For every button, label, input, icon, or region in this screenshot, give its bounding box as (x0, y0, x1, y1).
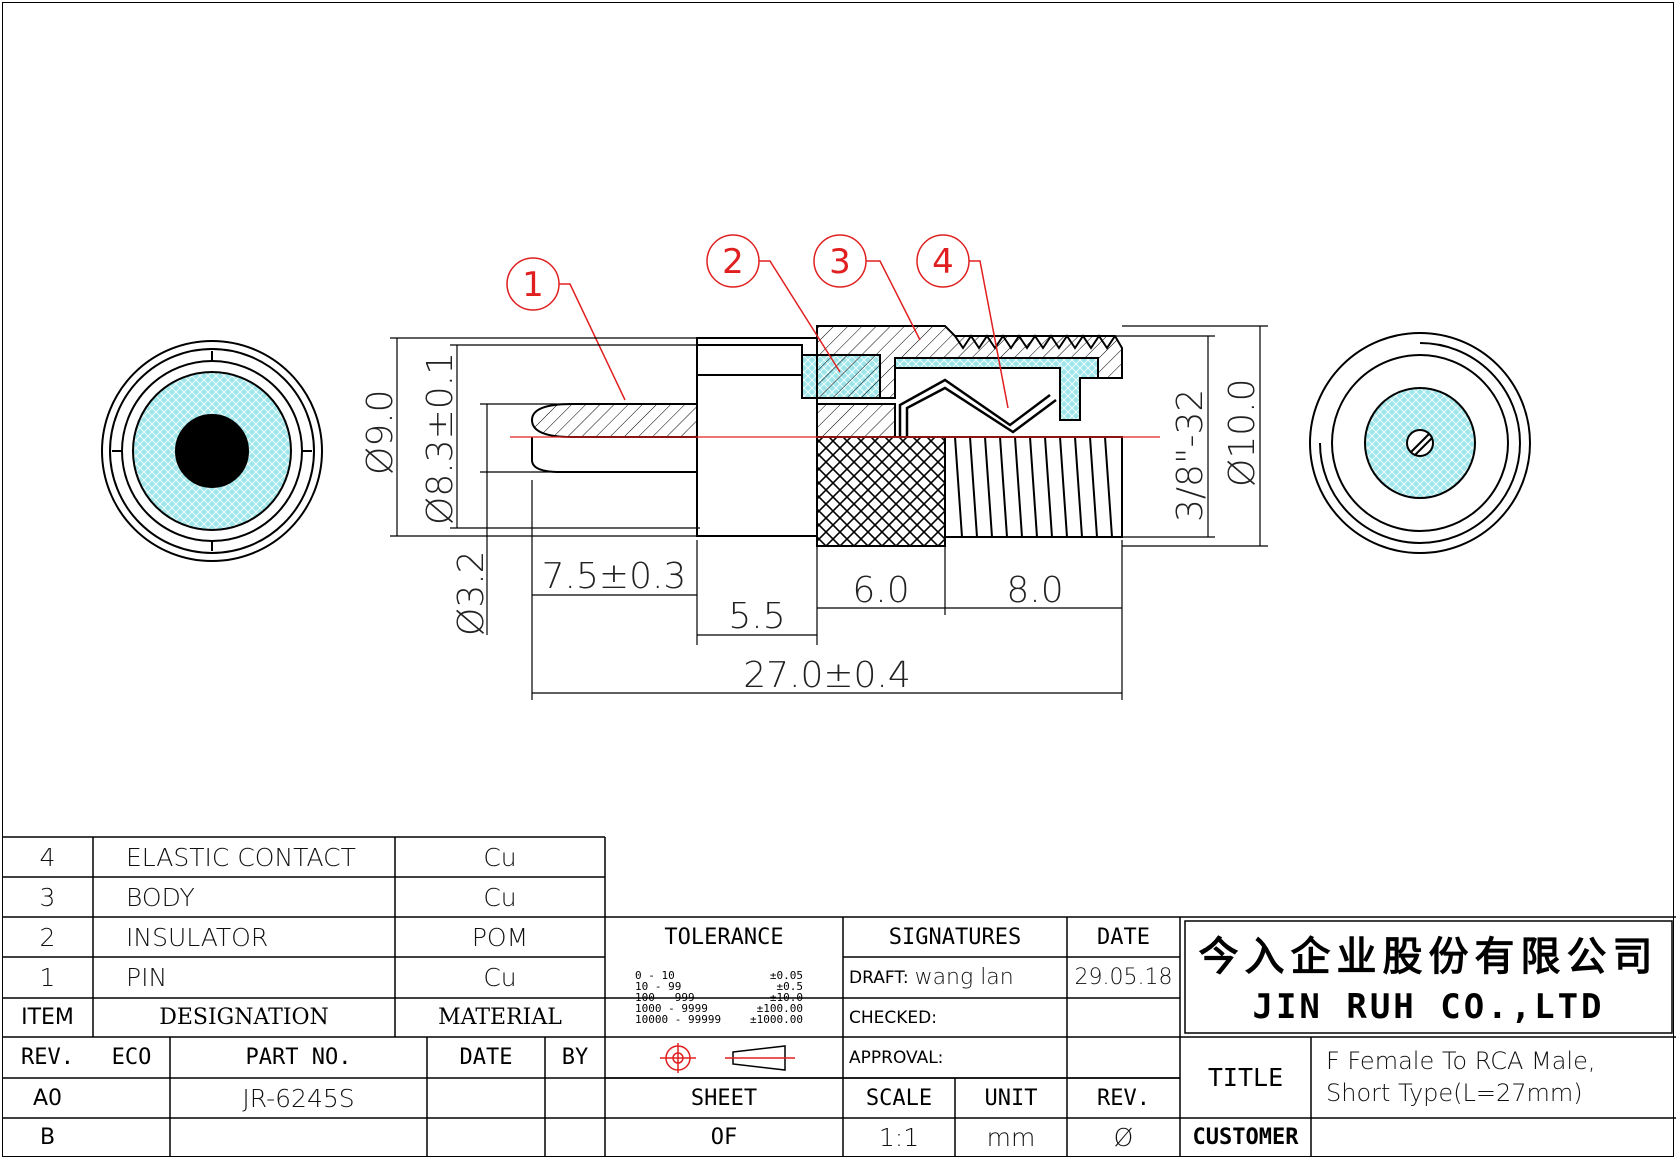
rev-header-by: BY (561, 1045, 589, 1070)
sheet-of-label: OF (710, 1125, 738, 1150)
rev-header-part-no: PART NO. (245, 1045, 352, 1070)
tolerance-range: 1000 - 9999 (635, 1001, 708, 1015)
tolerance-row: 10000 - 99999 ±1000.00 (635, 1014, 803, 1025)
scale-label: SCALE (865, 1085, 933, 1111)
bom-designation-4: ELASTIC CONTACT (126, 842, 356, 872)
bom-material-1: Cu (483, 963, 517, 992)
callout-labels: 1 2 3 4 (522, 242, 954, 305)
customer-value (1311, 1118, 1672, 1157)
bom-header-material: MATERIAL (438, 1005, 562, 1030)
dim-shoulder-length: 5.5 (728, 596, 785, 637)
scale-value: 1:1 (878, 1123, 920, 1152)
balloon-3: 3 (829, 242, 851, 282)
rev-label: REV. (1097, 1085, 1150, 1111)
balloon-1: 1 (522, 265, 544, 305)
draft-row: DRAFT: wang lan (843, 957, 1067, 998)
right-end-view (1309, 332, 1531, 554)
section-view (510, 325, 1160, 547)
tolerance-range: 10000 - 99999 (635, 1012, 722, 1026)
sheet-label: SHEET (690, 1085, 758, 1111)
rev-header-rev: REV. (21, 1045, 74, 1070)
callouts (506, 234, 1009, 409)
tolerance-title: TOLERANCE (664, 924, 784, 950)
rev-row-b-rev: B (39, 1125, 56, 1150)
balloon-4: 4 (932, 242, 954, 282)
dim-total-length: 27.0±0.4 (743, 655, 911, 696)
approval-label: APPROVAL: (849, 1047, 944, 1068)
bom-material-3: Cu (483, 882, 517, 912)
rev-row-a0-rev: A0 (32, 1085, 63, 1111)
draft-date: 29.05.18 (1074, 965, 1173, 990)
unit-value: mm (986, 1123, 1036, 1152)
draft-name: wang lan (914, 965, 1014, 990)
bom-item-1: 1 (39, 963, 56, 992)
bom-header-designation: DESIGNATION (159, 1005, 329, 1030)
tolerance-row: 100 - 999 ±10.0 (635, 992, 803, 1003)
bom-item-4: 4 (39, 842, 56, 872)
date-title: DATE (1097, 924, 1150, 950)
bom-item-3: 3 (39, 882, 56, 912)
rev-header-eco: ECO (111, 1045, 152, 1070)
bom-material-2: POM (471, 922, 529, 952)
tolerance-value: ±0.05 (769, 968, 803, 982)
tolerance-range: 100 - 999 (635, 990, 695, 1004)
title-line-1: F Female To RCA Male, (1326, 1047, 1596, 1075)
tolerance-range: 10 - 99 (635, 979, 682, 993)
tolerance-row: 0 - 10 ±0.05 (635, 970, 803, 981)
dimension-texts: Ø9.0 Ø8.3±0.1 Ø3.2 7.5±0.3 5.5 6.0 8.0 2… (360, 352, 1263, 696)
company-name-en: JIN RUH CO.,LTD (1252, 987, 1605, 1027)
balloon-2: 2 (722, 242, 744, 282)
tolerance-row: 10 - 99 ±0.5 (635, 981, 803, 992)
bom-item-2: 2 (39, 922, 56, 952)
draft-label: DRAFT: (849, 967, 909, 988)
bom-header-item: ITEM (21, 1005, 74, 1030)
dim-thread-length: 8.0 (1006, 570, 1063, 611)
checked-label: CHECKED: (849, 1007, 937, 1028)
bom-material-4: Cu (483, 842, 517, 872)
bom-designation-2: INSULATOR (126, 922, 269, 952)
rev-row-a0-part-no: JR-6245S (242, 1083, 355, 1113)
company-name-cn: 今入企业股份有限公司 (1198, 934, 1659, 980)
title-line-2: Short Type(L=27mm) (1326, 1079, 1583, 1107)
tolerance-value: ±0.5 (776, 979, 804, 993)
bom-designation-1: PIN (126, 963, 168, 992)
dim-dia-pin: Ø3.2 (451, 550, 492, 636)
bom-designation-3: BODY (126, 882, 195, 912)
dimension-lines (390, 325, 1268, 700)
signatures-title: SIGNATURES (888, 924, 1022, 950)
technical-drawing: 1 2 3 4 (101, 234, 1531, 700)
dim-dia-thread: Ø10.0 (1222, 379, 1263, 488)
tolerance-value: ±1000.00 (750, 1012, 803, 1026)
rev-value: Ø (1113, 1123, 1134, 1152)
left-end-view (101, 340, 323, 562)
dim-pin-length: 7.5±0.3 (542, 556, 687, 597)
dim-knurl-length: 6.0 (852, 570, 909, 611)
tolerance-range: 0 - 10 (635, 968, 675, 982)
tolerance-ranges: 0 - 10 ±0.05 10 - 99 ±0.5 100 - 999 ±10.0 1… (605, 957, 843, 1037)
dim-thread-spec: 3/8"-32 (1170, 389, 1211, 522)
dim-dia-shoulder: Ø8.3±0.1 (420, 352, 461, 525)
title-label: TITLE (1207, 1063, 1284, 1092)
unit-label: UNIT (984, 1085, 1038, 1111)
tolerance-value: ±100.00 (756, 1001, 803, 1015)
tolerance-value: ±10.0 (769, 990, 803, 1004)
dim-dia-body: Ø9.0 (360, 389, 401, 475)
customer-label: CUSTOMER (1192, 1125, 1299, 1150)
rev-header-date: DATE (459, 1045, 513, 1070)
tolerance-row: 1000 - 9999 ±100.00 (635, 1003, 803, 1014)
